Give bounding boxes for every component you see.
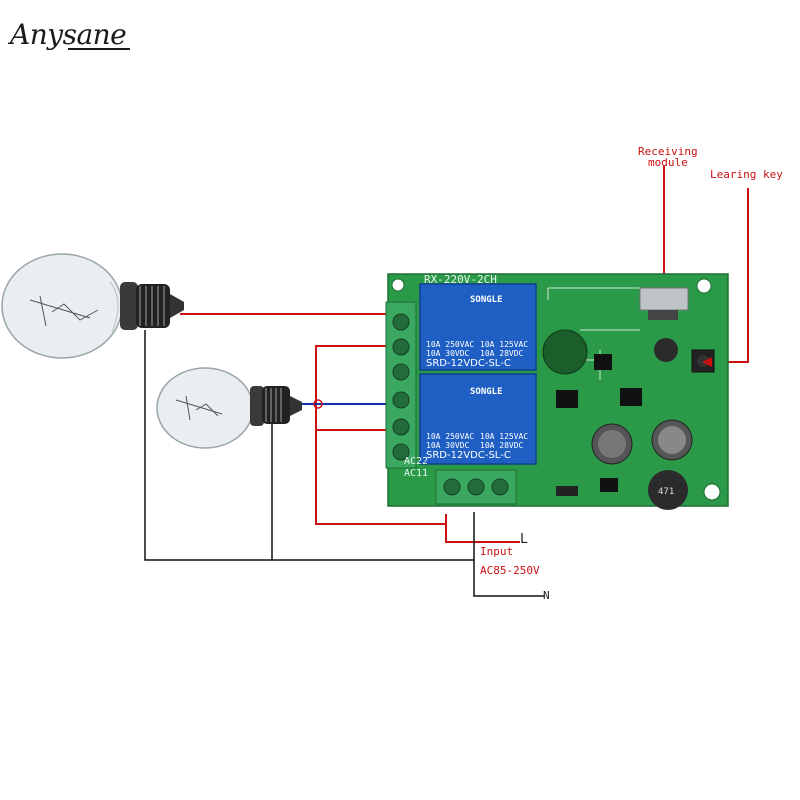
learning-key-label: Learing key [710, 168, 783, 181]
logo-underline [68, 48, 130, 50]
relay-1-rating-right-1: 10A 125VAC [480, 340, 529, 349]
bulb-2 [156, 367, 302, 449]
bulb-1 [1, 253, 184, 359]
relay-2 [419, 373, 537, 465]
wire-red-live [445, 514, 520, 543]
input-terminal-block [435, 469, 517, 505]
wire-black-neutral [144, 330, 474, 561]
relay-1-rating-left-2: 10A 30VDC [426, 349, 470, 358]
bulb-2-screw-base [262, 386, 302, 424]
relay-1-brand: SONGLE [470, 295, 503, 305]
board-model-label: RX-220V-2CH [424, 273, 497, 286]
relay-2-rating-right-2: 10A 28VDC [480, 441, 524, 450]
input-label: Input [480, 545, 514, 558]
inductor-code: 471 [658, 487, 675, 497]
relay-2-rating-left-2: 10A 30VDC [426, 441, 470, 450]
neutral-label: N [543, 589, 550, 602]
terminal-label-ac11: AC11 [404, 468, 429, 479]
output-terminal-block [385, 301, 417, 469]
relay-2-brand: SONGLE [470, 387, 503, 397]
bulb-1-screw-base [136, 284, 184, 328]
wires [144, 166, 749, 597]
terminal-label-ac22: AC22 [404, 456, 429, 467]
relay-1-rating-right-2: 10A 28VDC [480, 349, 524, 358]
live-label: L [520, 532, 528, 547]
relay-2-rating-left-1: 10A 250VAC [426, 432, 475, 441]
receiving-module-label-line1: Receiving [638, 145, 698, 158]
relay-1-part: SRD-12VDC-SL-C [426, 358, 511, 369]
relay-1 [419, 283, 537, 371]
relay-1-rating-left-1: 10A 250VAC [426, 340, 475, 349]
voltage-label: AC85-250V [480, 564, 540, 577]
receiving-module-label-line2: module [648, 156, 688, 169]
relay-2-part: SRD-12VDC-SL-C [426, 450, 511, 461]
relay-2-rating-right-1: 10A 125VAC [480, 432, 529, 441]
brand-logo: Anysane [10, 18, 127, 51]
arrow-learning-key [702, 357, 712, 367]
